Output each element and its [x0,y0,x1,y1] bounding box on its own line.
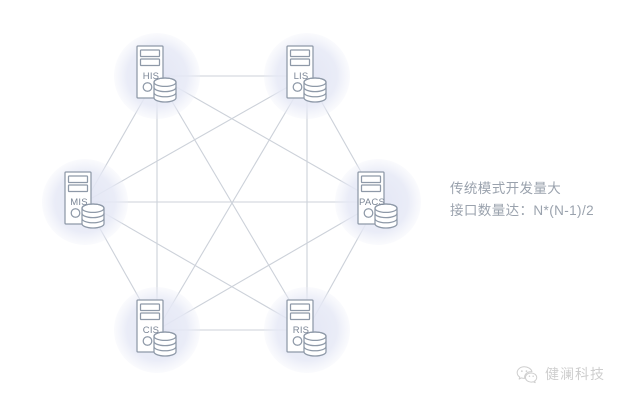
annotation-line-2: 接口数量达：N*(N-1)/2 [450,203,595,218]
node-label-lis: LIS [294,71,309,82]
watermark: 健澜科技 [516,364,605,384]
node-pacs[interactable]: PACS [335,159,421,245]
node-label-cis: CIS [143,325,159,336]
node-label-his: HIS [143,71,159,82]
annotation-text-block: 传统模式开发量大 接口数量达：N*(N-1)/2 [450,178,630,222]
watermark-text: 健澜科技 [545,366,605,382]
node-his[interactable]: HIS [114,33,200,119]
connection-edge-lis-cis [156,75,308,331]
node-lis[interactable]: LIS [264,33,350,119]
node-mis[interactable]: MIS [42,159,128,245]
node-ris[interactable]: RIS [264,287,350,373]
annotation-line-1: 传统模式开发量大 [450,181,562,196]
wechat-logo-icon [516,365,538,383]
node-cis[interactable]: CIS [114,287,200,373]
nodes-layer: HIS LIS MIS PACS CIS RIS [42,33,421,373]
node-label-mis: MIS [70,197,88,208]
node-label-pacs: PACS [359,197,385,208]
node-label-ris: RIS [293,325,309,336]
connection-edges-layer [84,75,379,331]
